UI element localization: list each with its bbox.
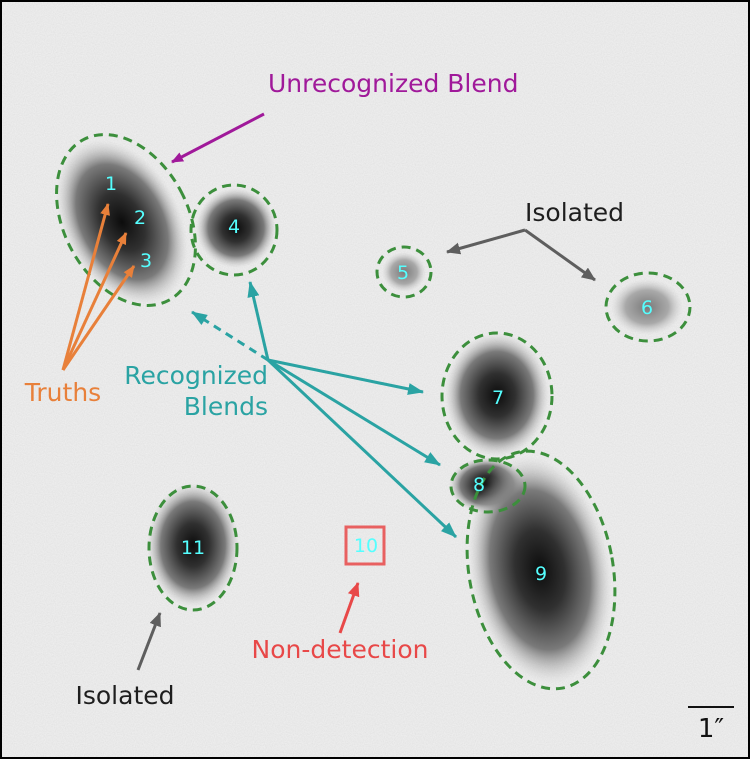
recognized-arrow-8 [267, 358, 441, 467]
source-label-11: 11 [181, 537, 205, 559]
annotations: Unrecognized Blend Isolated Recognized B… [24, 69, 624, 710]
isolated-arrow-11 [136, 612, 162, 671]
truth-arrow-2 [61, 232, 128, 371]
source-label-1: 1 [105, 173, 117, 195]
non-detection-arrow [338, 582, 360, 634]
source-label-6: 6 [641, 297, 653, 319]
recognized-arrow-4 [247, 281, 270, 361]
detection-ellipse-6 [604, 271, 692, 343]
source-labels: 1 2 3 4 5 6 7 8 9 10 11 [105, 173, 653, 585]
recognized-arrow-7 [267, 358, 424, 395]
detection-ellipse-9 [465, 449, 617, 691]
isolated-arrow-6 [524, 228, 596, 282]
detection-ellipse-5 [375, 245, 433, 299]
recognized-arrow-dashed [191, 310, 269, 362]
galaxy-blob-11 [147, 483, 239, 607]
detection-ellipses [55, 133, 692, 691]
galaxy-blob-7 [445, 333, 549, 457]
scale-bar-label: 1″ [698, 714, 725, 744]
label-isolated-top: Isolated [525, 198, 624, 227]
source-label-10: 10 [354, 535, 378, 557]
galaxy-blob-4 [196, 188, 276, 268]
isolated-arrow-5 [446, 228, 526, 255]
non-detection-box [344, 525, 386, 566]
detection-ellipse-4 [189, 183, 279, 277]
source-label-8: 8 [473, 474, 485, 496]
galaxy-blob-5 [382, 252, 426, 292]
label-recognized-line1: Recognized [124, 361, 268, 390]
source-label-5: 5 [397, 262, 409, 284]
galaxy-blob-9 [468, 456, 612, 684]
label-truths: Truths [24, 378, 101, 407]
label-recognized-line2: Blends [184, 392, 268, 421]
detection-ellipse-blend-123 [55, 133, 197, 307]
truth-arrow-1 [61, 203, 110, 371]
galaxy-blob-6 [611, 279, 683, 335]
arrows [61, 112, 596, 671]
label-unrecognized-blend: Unrecognized Blend [268, 69, 518, 98]
source-label-4: 4 [228, 216, 240, 238]
galaxy-images [56, 139, 683, 684]
source-label-3: 3 [140, 250, 152, 272]
recognized-arrow-9 [266, 358, 458, 539]
source-label-2: 2 [134, 207, 146, 229]
detection-ellipse-8 [449, 458, 527, 514]
source-label-9: 9 [535, 563, 547, 585]
truth-arrow-3 [61, 265, 136, 371]
source-label-7: 7 [492, 387, 504, 409]
detection-ellipse-11 [147, 484, 239, 612]
scale-bar: 1″ [688, 706, 734, 744]
unrecognized-arrow [171, 112, 265, 164]
detection-ellipse-7 [440, 331, 554, 461]
galaxy-blob-1-2-3 [56, 139, 188, 305]
label-non-detection: Non-detection [252, 635, 429, 664]
label-isolated-bottom: Isolated [75, 681, 174, 710]
